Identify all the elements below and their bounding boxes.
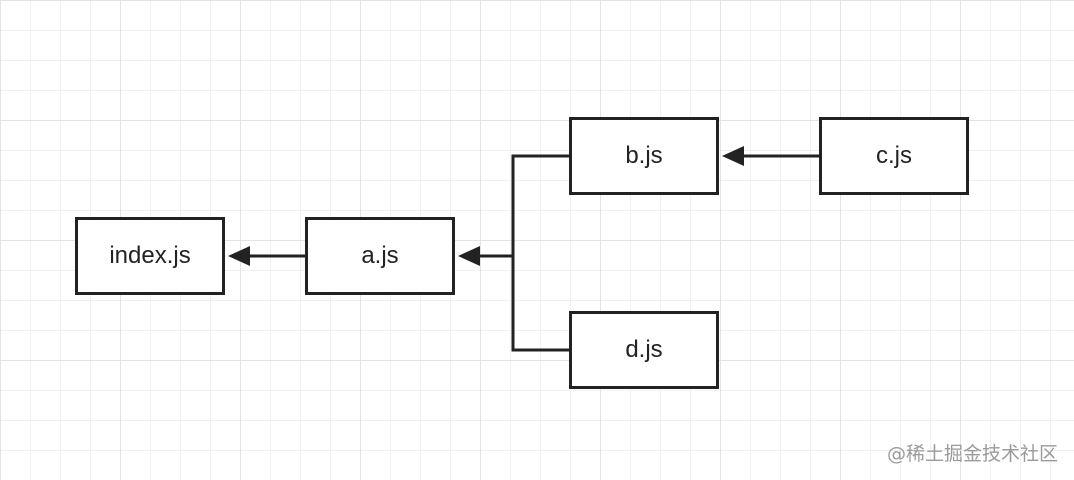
node-c-js: c.js	[819, 117, 969, 195]
node-b-js: b.js	[569, 117, 719, 195]
node-label: a.js	[361, 242, 399, 269]
edge-a-to-index	[228, 246, 305, 266]
node-label: b.js	[625, 142, 663, 169]
edge-b-d-to-a	[458, 154, 569, 352]
watermark: @稀土掘金技术社区	[886, 443, 1058, 465]
edge-c-to-b	[722, 146, 819, 166]
node-d-js: d.js	[569, 311, 719, 389]
node-label: index.js	[109, 242, 191, 269]
node-label: d.js	[625, 336, 663, 363]
node-a-js: a.js	[305, 217, 455, 295]
node-index-js: index.js	[75, 217, 225, 295]
node-label: c.js	[876, 142, 912, 169]
